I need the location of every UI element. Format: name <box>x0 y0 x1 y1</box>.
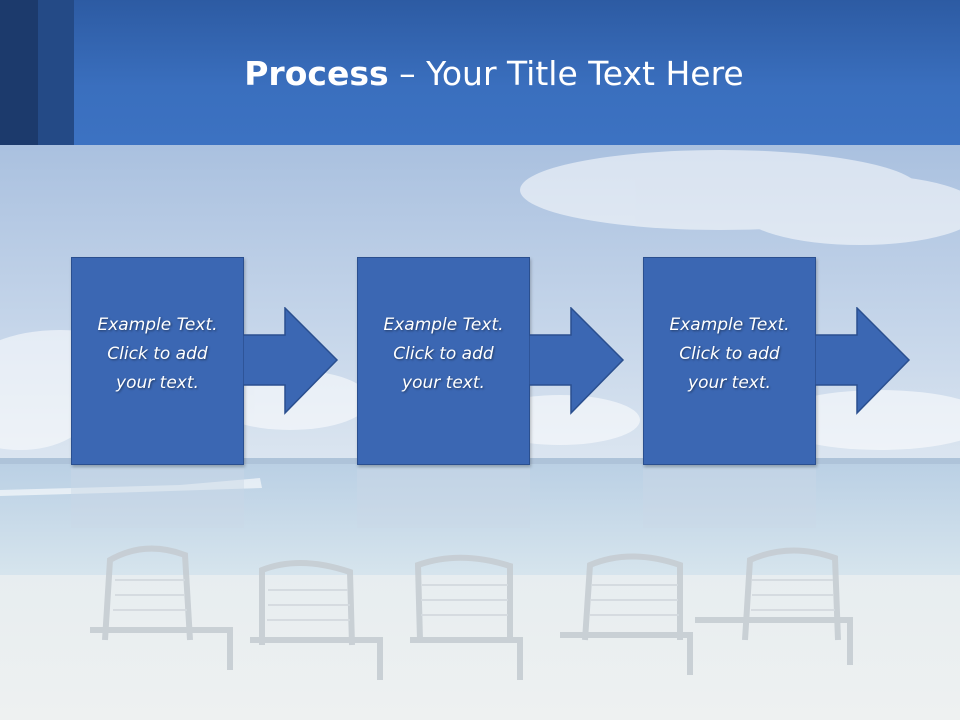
step-box[interactable] <box>643 257 816 465</box>
slide-title-rest: – Your Title Text Here <box>388 54 744 93</box>
right-arrow-icon <box>529 307 625 415</box>
header-accent-stripe <box>0 0 38 145</box>
process-step-3[interactable]: Example Text. Click to add your text. <box>643 257 911 465</box>
step-text-line: your text. <box>402 373 485 393</box>
step-text-line: Click to add <box>107 344 208 364</box>
step-box[interactable] <box>357 257 530 465</box>
header-accent-stripe <box>38 0 74 145</box>
process-step-2[interactable]: Example Text. Click to add your text. <box>357 257 625 465</box>
step-text-line: Example Text. <box>383 315 504 335</box>
right-arrow-icon <box>815 307 911 415</box>
step-text-line: Click to add <box>679 344 780 364</box>
step-box[interactable] <box>71 257 244 465</box>
step-text-line: your text. <box>688 373 771 393</box>
title-bar: Process – Your Title Text Here <box>0 0 960 145</box>
step-text[interactable]: Example Text. Click to add your text. <box>643 311 816 398</box>
slide-title-bold: Process <box>244 54 389 93</box>
slide-title[interactable]: Process – Your Title Text Here <box>74 52 914 96</box>
step-text-line: your text. <box>116 373 199 393</box>
step-text[interactable]: Example Text. Click to add your text. <box>357 311 530 398</box>
step-text[interactable]: Example Text. Click to add your text. <box>71 311 244 398</box>
process-step-1[interactable]: Example Text. Click to add your text. <box>71 257 339 465</box>
step-text-line: Example Text. <box>97 315 218 335</box>
step-text-line: Example Text. <box>669 315 790 335</box>
right-arrow-icon <box>243 307 339 415</box>
step-text-line: Click to add <box>393 344 494 364</box>
